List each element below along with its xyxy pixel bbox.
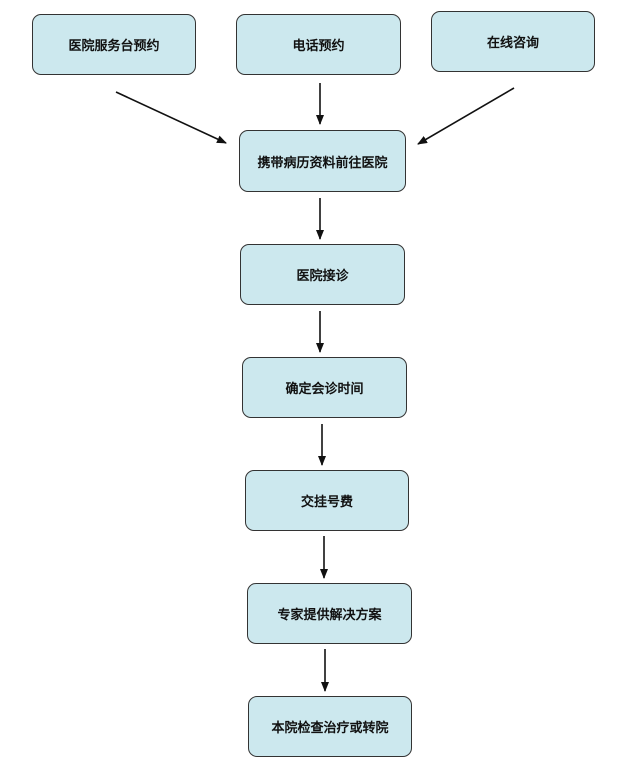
node-bring-medical-records: 携带病历资料前往医院 — [239, 130, 406, 192]
node-hospital-reception: 医院接诊 — [240, 244, 405, 305]
node-online-consultation: 在线咨询 — [431, 11, 595, 72]
node-schedule-consultation: 确定会诊时间 — [242, 357, 407, 418]
node-phone-appointment: 电话预约 — [236, 14, 401, 75]
arrow-online-to-bring-records — [417, 87, 515, 145]
node-pay-registration-fee: 交挂号费 — [245, 470, 409, 531]
node-checkup-or-transfer: 本院检查治疗或转院 — [248, 696, 412, 757]
node-service-desk-appointment: 医院服务台预约 — [32, 14, 196, 75]
arrow-service-desk-to-bring-records — [115, 91, 227, 144]
node-expert-solution: 专家提供解决方案 — [247, 583, 412, 644]
